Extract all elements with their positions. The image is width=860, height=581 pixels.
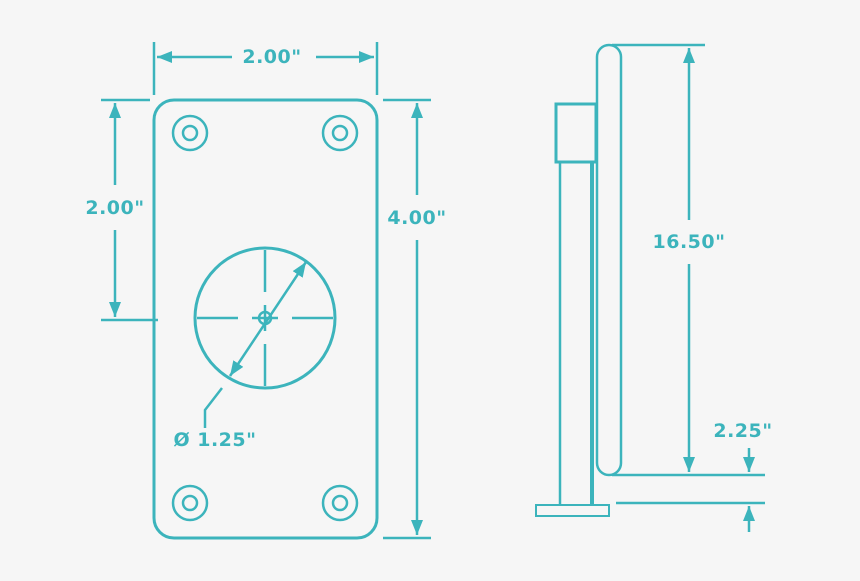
mounting-hole-icon [171, 114, 359, 522]
side-view [535, 43, 765, 532]
center-hole [193, 246, 337, 428]
height-dimension-label: 4.00" [385, 207, 449, 229]
bracket [554, 102, 598, 164]
front-view [101, 42, 431, 540]
offset-dimension-label: 2.25" [711, 420, 775, 442]
pole-height-dimension-label: 16.50" [650, 231, 728, 253]
diameter-dimension-label: Ø 1.25" [171, 429, 259, 451]
hole-spacing-dimension-label: 2.00" [83, 197, 147, 219]
width-dimension-label: 2.00" [240, 46, 304, 68]
base-plate [535, 504, 610, 517]
pole [595, 43, 623, 477]
